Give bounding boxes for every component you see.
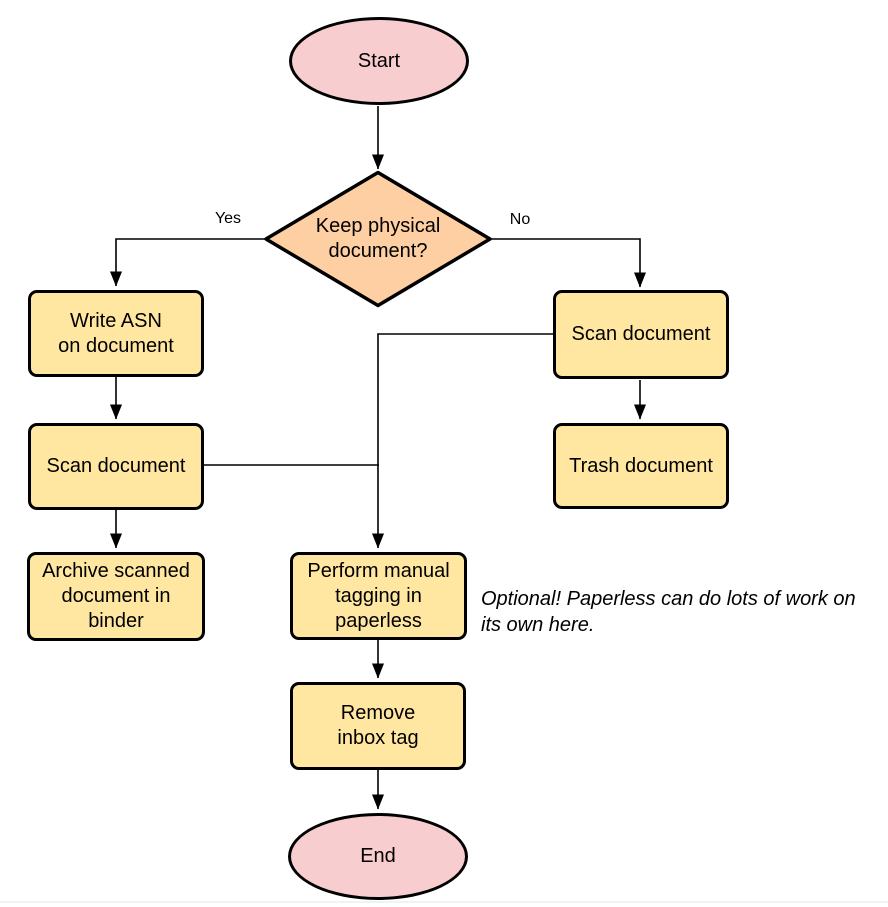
- node-scan-document-right-label: Scan document: [571, 323, 711, 345]
- node-start: Start: [289, 17, 469, 105]
- node-scan-document-left-label: Scan document: [46, 455, 186, 477]
- node-manual-tagging-label: Perform manual tagging in paperless: [307, 559, 450, 632]
- node-archive-scanned: Archive scanned document in binder: [27, 552, 205, 641]
- node-end-label: End: [360, 845, 396, 867]
- edge-label-no: No: [509, 211, 531, 228]
- node-scan-document-right: Scan document: [553, 290, 729, 379]
- node-scan-document-left: Scan document: [28, 423, 204, 510]
- edge-decision-to-write-asn: [110, 238, 266, 287]
- node-manual-tagging: Perform manual tagging in paperless: [290, 552, 467, 640]
- decision-diamond-shape: [264, 170, 492, 308]
- node-remove-inbox-tag-label: Remove inbox tag: [337, 702, 419, 749]
- node-start-label: Start: [357, 49, 401, 72]
- edge-label-yes: Yes: [214, 210, 242, 227]
- node-write-asn-label: Write ASN on document: [58, 309, 174, 357]
- node-write-asn: Write ASN on document: [28, 290, 204, 377]
- node-trash-document-label: Trash document: [569, 454, 713, 477]
- edge-decision-to-scan-right: [490, 238, 646, 288]
- node-end: End: [288, 813, 468, 900]
- bottom-divider: [0, 901, 888, 903]
- node-remove-inbox-tag: Remove inbox tag: [290, 682, 466, 770]
- edge-scan-right-to-tagging: [372, 333, 553, 549]
- node-decision-label: Keep physical document?: [315, 215, 441, 262]
- annotation-note: Optional! Paperless can do lots of work …: [481, 588, 856, 636]
- node-trash-document: Trash document: [553, 423, 729, 509]
- node-archive-scanned-label: Archive scanned document in binder: [42, 560, 190, 632]
